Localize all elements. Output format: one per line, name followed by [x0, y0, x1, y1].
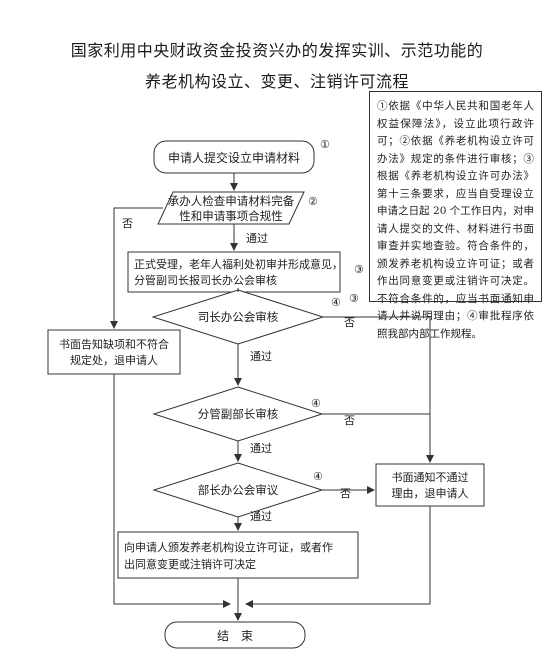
label-pass-1: 通过 [246, 232, 268, 245]
reject-text-2: 理由，退申请人 [392, 486, 469, 500]
check-node [157, 191, 305, 225]
marker-2: ② [308, 195, 318, 208]
marker-1: ① [320, 138, 330, 151]
issue-license-node [117, 531, 359, 579]
notify-missing-text-1: 书面告知缺项和不符合 [59, 337, 169, 351]
label-no-3: 否 [344, 414, 355, 427]
end-node [164, 621, 306, 649]
arrow-director-no [323, 316, 434, 463]
reject-node [375, 463, 485, 507]
accept-node-text-1: 正式受理，老年人福利处初审并形成意见， [134, 257, 343, 271]
start-node-text: 申请人提交设立申请材料 [168, 150, 300, 165]
check-node-text-1: 承办人检查申请材料完备 [168, 194, 295, 208]
label-pass-4: 通过 [250, 510, 272, 523]
issue-license-text-1: 向申请人颁发养老机构设立许可证，或者作 [124, 540, 333, 554]
notes-box: ①依据《中华人民共和国老年人权益保障法》，设立此项行政许可；②依据《养老机构设立… [369, 91, 542, 340]
label-no-2: 否 [344, 316, 355, 329]
arrow-notify-end [113, 374, 231, 608]
issue-license-text-2: 出同意变更或注销许可决定 [124, 557, 256, 571]
notify-missing-text-2: 规定处，退申请人 [70, 353, 158, 367]
arrow-reject-end [245, 506, 431, 608]
notify-missing-node [47, 329, 181, 375]
accept-node-text-2: 分管副司长报司长办公会审核 [134, 273, 277, 287]
end-node-text: 结 束 [217, 629, 253, 643]
vice-minister-review-text: 分管副部长审核 [198, 407, 279, 421]
reject-text-1: 书面通知不通过 [392, 470, 469, 484]
marker-3b: ③ [349, 292, 359, 305]
title-line-1: 国家利用中央财政资金投资兴办的发挥实训、示范功能的 [70, 41, 484, 60]
title-line-2: 养老机构设立、变更、注销许可流程 [144, 72, 409, 91]
marker-4b: ④ [311, 397, 321, 410]
label-no-4: 否 [340, 487, 351, 500]
label-pass-3: 通过 [250, 442, 272, 455]
label-no-1: 否 [122, 217, 133, 230]
minister-meeting-text: 部长办公会审议 [198, 483, 279, 497]
marker-4a: ④ [331, 296, 341, 309]
director-review-text: 司长办公会审核 [198, 310, 279, 324]
label-pass-2: 通过 [250, 350, 272, 363]
marker-4c: ④ [313, 470, 323, 483]
marker-3a: ③ [354, 263, 364, 276]
check-node-text-2: 性和申请事项合规性 [179, 209, 283, 223]
arrow-check-no [110, 207, 163, 329]
